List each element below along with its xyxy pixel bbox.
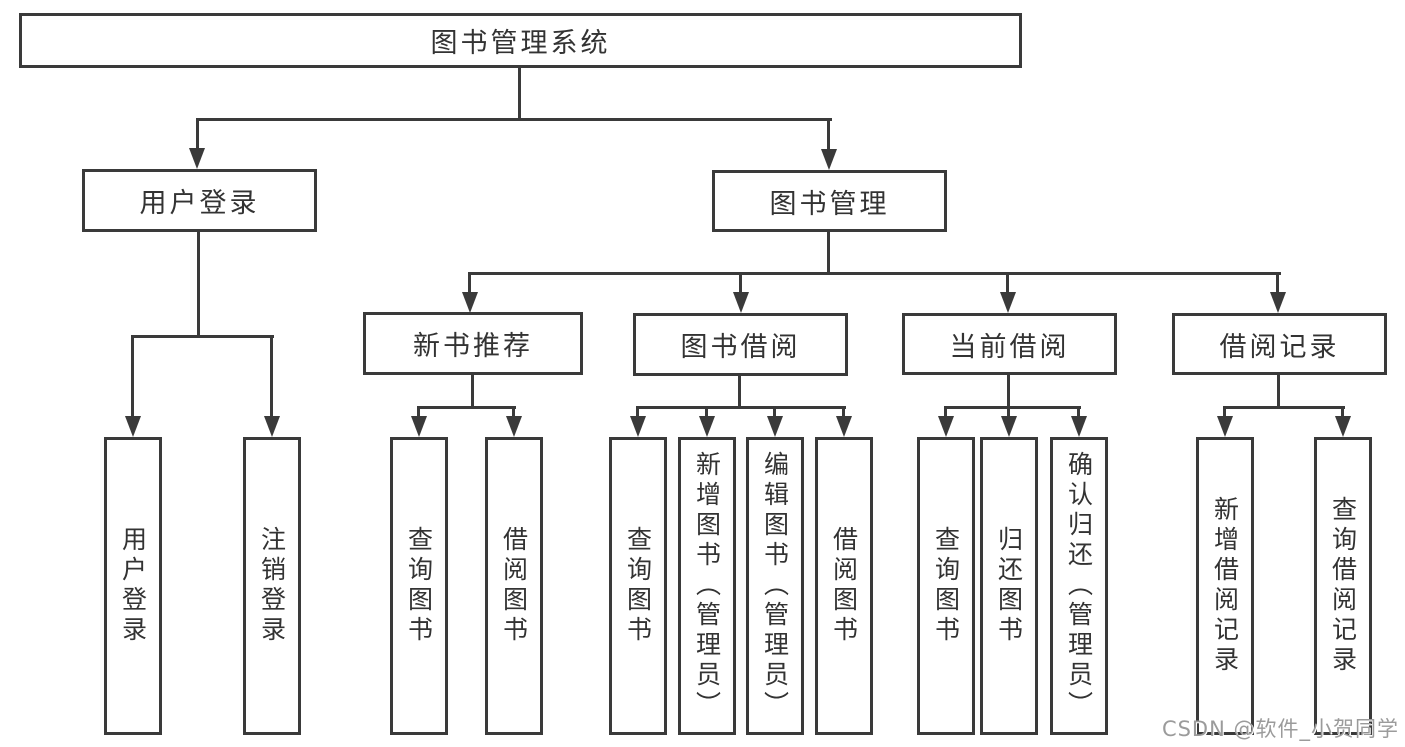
connector-line xyxy=(512,406,515,418)
connector-line xyxy=(1007,406,1010,418)
leaf-query-books-current: 查询图书 xyxy=(917,437,975,735)
arrowhead-icon xyxy=(821,149,837,170)
connector-line xyxy=(1277,375,1280,409)
leaf-label: 借阅图书 xyxy=(499,526,529,646)
connector-line xyxy=(1077,406,1080,418)
leaf-label: 查询图书 xyxy=(623,526,653,646)
connector-line xyxy=(132,335,274,338)
node-label: 图书借阅 xyxy=(680,332,801,363)
connector-line xyxy=(196,118,832,121)
node-label: 用户登录 xyxy=(139,188,260,219)
leaf-label: 查询图书 xyxy=(404,526,434,646)
node-label: 当前借阅 xyxy=(949,331,1070,363)
leaf-label: 查询借阅记录 xyxy=(1328,496,1358,676)
connector-line xyxy=(1223,406,1226,418)
leaf-borrow-books: 借阅图书 xyxy=(815,437,873,735)
arrowhead-icon xyxy=(938,416,954,437)
node-label: 图书管理 xyxy=(769,188,890,220)
connector-line xyxy=(636,406,639,418)
node-book-management: 图书管理 xyxy=(712,170,947,232)
connector-line xyxy=(738,376,741,409)
leaf-query-books-borrowing: 查询图书 xyxy=(609,437,667,735)
arrowhead-icon xyxy=(836,416,852,437)
leaf-label: 确认归还（管理员） xyxy=(1064,451,1094,721)
arrowhead-icon xyxy=(733,292,749,313)
arrowhead-icon xyxy=(1270,292,1286,313)
arrowhead-icon xyxy=(125,416,141,437)
connector-line xyxy=(131,335,134,416)
arrowhead-icon xyxy=(411,416,427,437)
connector-line xyxy=(739,272,742,293)
leaf-label: 注销登录 xyxy=(257,526,287,646)
node-library-management-system: 图书管理系统 xyxy=(19,13,1022,68)
leaf-borrow-books-recommend: 借阅图书 xyxy=(485,437,543,735)
connector-line xyxy=(270,335,273,416)
leaf-return-books: 归还图书 xyxy=(980,437,1038,735)
arrowhead-icon xyxy=(767,416,783,437)
connector-line xyxy=(842,406,845,418)
arrowhead-icon xyxy=(1001,416,1017,437)
connector-line xyxy=(196,118,199,150)
arrowhead-icon xyxy=(1217,416,1233,437)
leaf-query-books-recommend: 查询图书 xyxy=(390,437,448,735)
connector-line xyxy=(705,406,708,418)
connector-line xyxy=(197,232,200,336)
leaf-edit-books-admin: 编辑图书（管理员） xyxy=(746,437,804,735)
connector-line xyxy=(944,406,947,418)
arrowhead-icon xyxy=(1335,416,1351,437)
leaf-label: 查询图书 xyxy=(931,526,961,646)
connector-line xyxy=(636,406,846,409)
leaf-logout: 注销登录 xyxy=(243,437,301,735)
leaf-label: 新增图书（管理员） xyxy=(692,451,722,721)
leaf-label: 用户登录 xyxy=(118,526,148,646)
connector-line xyxy=(469,272,1281,275)
arrowhead-icon xyxy=(462,292,478,313)
connector-line xyxy=(1223,406,1345,409)
node-user-login: 用户登录 xyxy=(82,169,317,232)
node-label: 图书管理系统 xyxy=(430,28,611,59)
arrowhead-icon xyxy=(630,416,646,437)
connector-line xyxy=(518,68,521,120)
leaf-add-borrow-record: 新增借阅记录 xyxy=(1196,437,1254,735)
connector-line xyxy=(1006,272,1009,293)
connector-line xyxy=(1341,406,1344,418)
leaf-label: 新增借阅记录 xyxy=(1210,496,1240,676)
leaf-label: 借阅图书 xyxy=(829,526,859,646)
connector-line xyxy=(417,406,420,418)
connector-line xyxy=(827,118,830,150)
node-label: 新书推荐 xyxy=(413,331,533,362)
watermark-csdn: CSDN @软件_小贺同学 xyxy=(1161,717,1399,741)
connector-line xyxy=(1007,375,1010,409)
arrowhead-icon xyxy=(189,148,205,169)
arrowhead-icon xyxy=(1000,292,1016,313)
node-new-book-recommend: 新书推荐 xyxy=(363,312,583,375)
connector-line xyxy=(827,232,830,274)
arrowhead-icon xyxy=(506,416,522,437)
connector-line xyxy=(417,406,516,409)
connector-line xyxy=(471,375,474,409)
leaf-label: 编辑图书（管理员） xyxy=(760,451,790,721)
connector-line xyxy=(944,406,1081,409)
leaf-confirm-return-admin: 确认归还（管理员） xyxy=(1050,437,1108,735)
node-book-borrowing: 图书借阅 xyxy=(633,313,848,376)
arrowhead-icon xyxy=(264,416,280,437)
leaf-label: 归还图书 xyxy=(994,526,1024,646)
leaf-add-books-admin: 新增图书（管理员） xyxy=(678,437,736,735)
node-borrowing-records: 借阅记录 xyxy=(1172,313,1387,375)
connector-line xyxy=(773,406,776,418)
leaf-query-borrow-record: 查询借阅记录 xyxy=(1314,437,1372,735)
connector-line xyxy=(468,272,471,293)
leaf-user-login: 用户登录 xyxy=(104,437,162,735)
arrowhead-icon xyxy=(699,416,715,437)
node-current-borrowing: 当前借阅 xyxy=(902,313,1117,375)
node-label: 借阅记录 xyxy=(1219,331,1340,363)
connector-line xyxy=(1276,272,1279,293)
arrowhead-icon xyxy=(1071,416,1087,437)
